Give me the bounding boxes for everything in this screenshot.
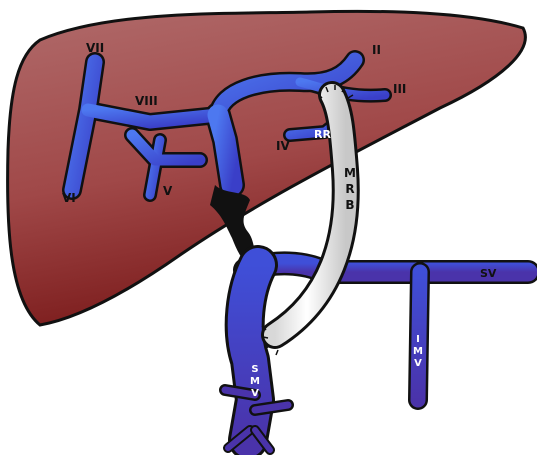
extrahepatic-veins [225,263,528,450]
label-meso-rex-bypass: MRB [343,166,357,214]
label-segment-viii: VIII [135,94,158,108]
label-segment-vii: VII [86,41,104,55]
label-superior-mesenteric-vein: SMV [249,364,260,400]
label-inferior-mesenteric-vein: IMV [412,334,423,370]
label-segment-vi: VI [62,191,76,205]
label-splenic-vein: SV [480,267,497,280]
label-segment-iv: IV [276,139,290,153]
label-segment-ii: II [372,43,381,57]
label-segment-v: V [163,184,173,198]
label-segment-iii: III [393,82,406,96]
label-rex-recess: RR [314,128,331,141]
